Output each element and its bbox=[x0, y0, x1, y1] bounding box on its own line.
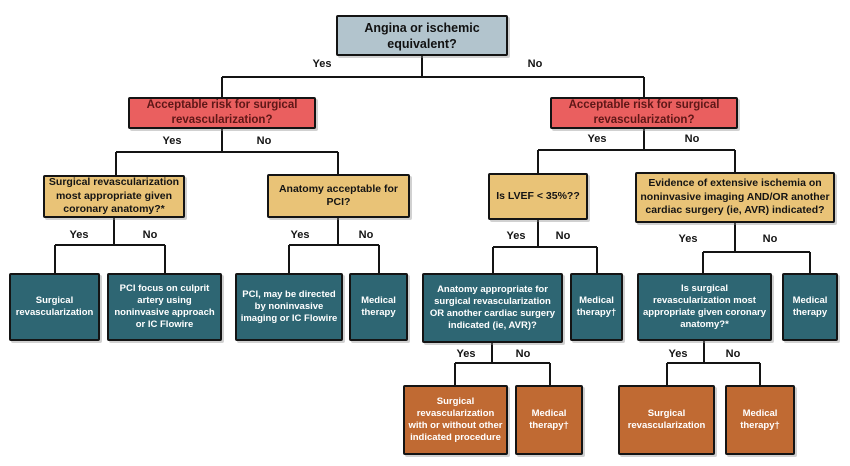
node-anatomy-pci: Anatomy acceptable for PCI? bbox=[267, 174, 410, 218]
branch-label-no: No bbox=[527, 58, 543, 70]
node-medical-therapy-dagger-bottom-left: Medical therapy† bbox=[515, 385, 583, 455]
node-surgical-most-appropriate: Surgical revascularization most appropri… bbox=[43, 175, 185, 218]
node-pci-noninvasive: PCI, may be directed by noninvasive imag… bbox=[235, 273, 343, 341]
node-medical-therapy-right: Medical therapy bbox=[782, 273, 838, 341]
branch-label-no: No bbox=[142, 229, 158, 241]
node-is-surgical-most-appropriate: Is surgical revascularization most appro… bbox=[637, 273, 772, 341]
node-anatomy-appropriate: Anatomy appropriate for surgical revascu… bbox=[422, 273, 563, 343]
branch-label-no: No bbox=[555, 230, 571, 242]
branch-label-yes: Yes bbox=[290, 229, 310, 241]
branch-label-no: No bbox=[358, 229, 374, 241]
branch-label-no: No bbox=[684, 133, 700, 145]
node-pci-culprit-artery: PCI focus on culprit artery using noninv… bbox=[107, 273, 222, 341]
node-surgical-revascularization-left: Surgical revascularization bbox=[9, 273, 100, 341]
branch-label-yes: Yes bbox=[506, 230, 526, 242]
branch-label-no: No bbox=[256, 135, 272, 147]
branch-label-yes: Yes bbox=[162, 135, 182, 147]
node-risk-left: Acceptable risk for surgical revasculari… bbox=[128, 97, 316, 129]
branch-label-yes: Yes bbox=[69, 229, 89, 241]
node-surgical-revascularization-bottom: Surgical revascularization bbox=[618, 385, 715, 455]
node-extensive-ischemia: Evidence of extensive ischemia on noninv… bbox=[635, 172, 835, 223]
branch-label-yes: Yes bbox=[587, 133, 607, 145]
branch-label-yes: Yes bbox=[456, 348, 476, 360]
node-angina-root: Angina or ischemic equivalent? bbox=[336, 15, 508, 56]
branch-label-yes: Yes bbox=[678, 233, 698, 245]
branch-label-no: No bbox=[515, 348, 531, 360]
branch-label-yes: Yes bbox=[312, 58, 332, 70]
node-medical-therapy-dagger-mid: Medical therapy† bbox=[570, 273, 623, 341]
branch-label-yes: Yes bbox=[668, 348, 688, 360]
node-medical-therapy-left: Medical therapy bbox=[349, 273, 408, 341]
branch-label-no: No bbox=[725, 348, 741, 360]
node-surgical-with-procedure: Surgical revascularization with or witho… bbox=[403, 385, 508, 455]
branch-label-no: No bbox=[762, 233, 778, 245]
node-lvef: Is LVEF < 35%?? bbox=[488, 173, 588, 220]
node-risk-right: Acceptable risk for surgical revasculari… bbox=[550, 97, 738, 129]
node-medical-therapy-dagger-bottom-right: Medical therapy† bbox=[725, 385, 795, 455]
